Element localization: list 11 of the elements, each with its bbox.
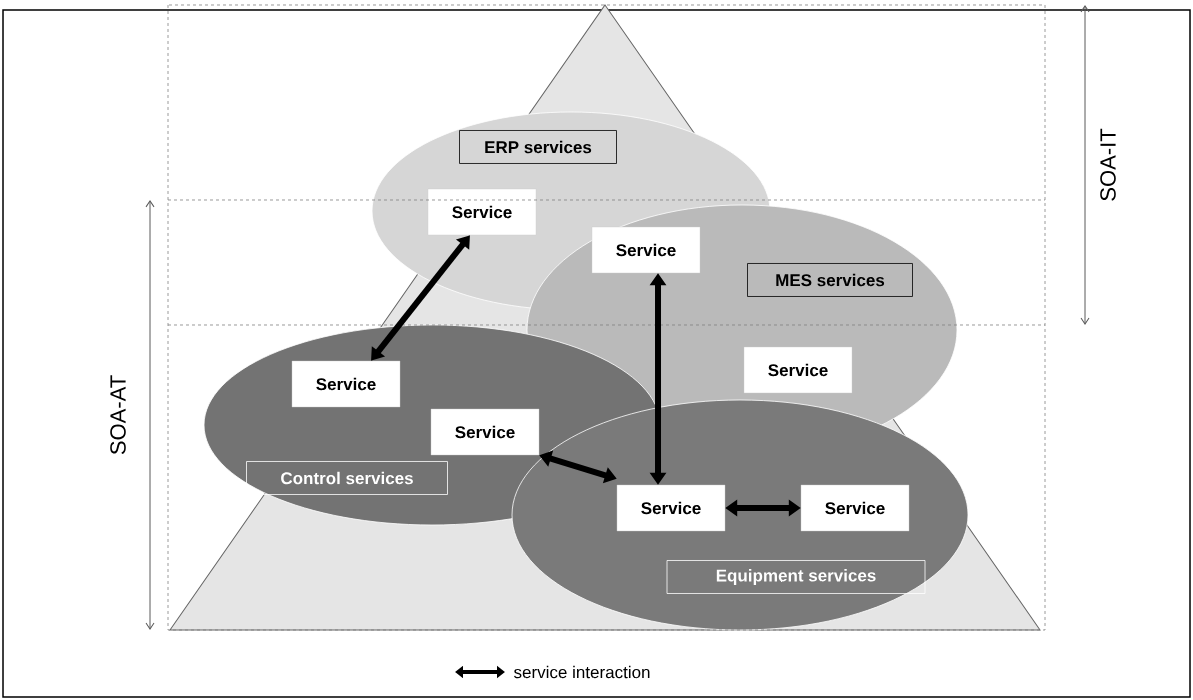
double-arrow [371,235,470,361]
layer-label: SOA-AT [110,375,126,455]
service-box: Service [800,484,910,532]
legend-text: service interaction [514,665,650,679]
service-box: Service [616,484,726,532]
service-box: Service [591,226,701,274]
service-box: Service [427,188,537,236]
service-box: Service [291,360,401,408]
service-box: Service [743,346,853,394]
layer-label: SOA-IT [1100,128,1116,201]
service-box: Service [430,408,540,456]
